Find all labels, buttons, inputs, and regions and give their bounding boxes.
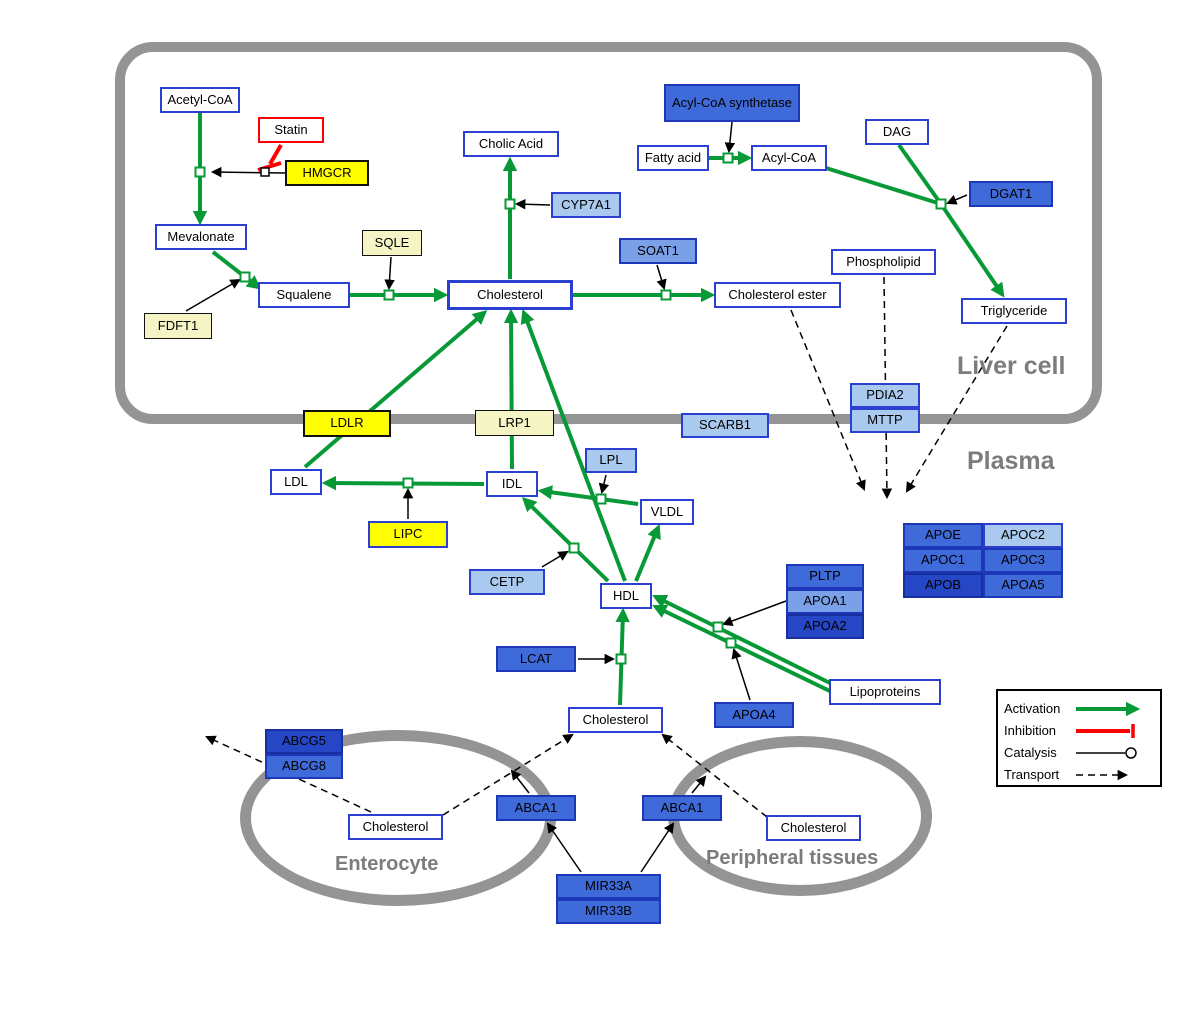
node-statin[interactable]: Statin: [258, 117, 324, 143]
node-lipc[interactable]: LIPC: [368, 521, 448, 548]
node-mevalonate[interactable]: Mevalonate: [155, 224, 247, 250]
node-cyp7a1[interactable]: CYP7A1: [551, 192, 621, 218]
node-cholesterol-plasma[interactable]: Cholesterol: [568, 707, 663, 733]
node-idl[interactable]: IDL: [486, 471, 538, 497]
node-abcg5[interactable]: ABCG5: [265, 729, 343, 754]
liver-cell-label: Liver cell: [957, 352, 1066, 380]
node-phospholipid[interactable]: Phospholipid: [831, 249, 936, 275]
activation-edges: [192, 113, 1005, 706]
node-fdft1[interactable]: FDFT1: [144, 313, 212, 339]
node-apoc2[interactable]: APOC2: [983, 523, 1063, 548]
node-ldl[interactable]: LDL: [270, 469, 322, 495]
node-mir33b[interactable]: MIR33B: [556, 899, 661, 924]
node-dgat1[interactable]: DGAT1: [969, 181, 1053, 207]
node-mttp[interactable]: MTTP: [850, 408, 920, 433]
node-cholesterol-peripheral[interactable]: Cholesterol: [766, 815, 861, 841]
catalysis-edges: [185, 121, 968, 873]
node-lcat[interactable]: LCAT: [496, 646, 576, 672]
node-triglyceride[interactable]: Triglyceride: [961, 298, 1067, 324]
legend-symbols: [1076, 701, 1141, 781]
node-ldlr[interactable]: LDLR: [303, 410, 391, 437]
enterocyte-label: Enterocyte: [335, 853, 439, 875]
node-lrp1[interactable]: LRP1: [475, 410, 554, 436]
node-soat1[interactable]: SOAT1: [619, 238, 697, 264]
node-vldl[interactable]: VLDL: [640, 499, 694, 525]
node-apob[interactable]: APOB: [903, 573, 983, 598]
reaction-nodes: [194, 152, 947, 665]
node-dag[interactable]: DAG: [865, 119, 929, 145]
node-acyl-coa[interactable]: Acyl-CoA: [751, 145, 827, 171]
peripheral-tissues-label: Peripheral tissues: [706, 847, 879, 869]
node-apoc1[interactable]: APOC1: [903, 548, 983, 573]
node-apoc3[interactable]: APOC3: [983, 548, 1063, 573]
node-pdia2[interactable]: PDIA2: [850, 383, 920, 408]
legend-activation-label: Activation: [1004, 701, 1061, 716]
node-hdl[interactable]: HDL: [600, 583, 652, 609]
inhibition-edge: [257, 143, 283, 172]
legend-catalysis-label: Catalysis: [1004, 745, 1057, 760]
node-acyl-coa-synthetase[interactable]: Acyl-CoA synthetase: [664, 84, 800, 122]
node-scarb1[interactable]: SCARB1: [681, 413, 769, 438]
node-hmgcr[interactable]: HMGCR: [285, 160, 369, 186]
liver-cell-membrane: [115, 42, 1102, 424]
node-cetp[interactable]: CETP: [469, 569, 545, 595]
node-apoa4[interactable]: APOA4: [714, 702, 794, 728]
legend-box: [996, 689, 1162, 787]
node-lipoproteins[interactable]: Lipoproteins: [829, 679, 941, 705]
node-apoa5[interactable]: APOA5: [983, 573, 1063, 598]
node-abca1-enterocyte[interactable]: ABCA1: [496, 795, 576, 821]
node-cholic-acid[interactable]: Cholic Acid: [463, 131, 559, 157]
node-sqle[interactable]: SQLE: [362, 230, 422, 256]
node-mir33a[interactable]: MIR33A: [556, 874, 661, 899]
node-cholesterol-liver[interactable]: Cholesterol: [447, 280, 573, 310]
node-pltp[interactable]: PLTP: [786, 564, 864, 589]
node-acetyl-coa[interactable]: Acetyl-CoA: [160, 87, 240, 113]
node-apoa2[interactable]: APOA2: [786, 614, 864, 639]
node-lpl[interactable]: LPL: [585, 448, 637, 473]
node-cholesterol-ester[interactable]: Cholesterol ester: [714, 282, 841, 308]
node-fatty-acid[interactable]: Fatty acid: [637, 145, 709, 171]
legend-transport-label: Transport: [1004, 767, 1060, 782]
plasma-label: Plasma: [967, 447, 1055, 475]
node-apoe[interactable]: APOE: [903, 523, 983, 548]
legend-inhibition-label: Inhibition: [1004, 723, 1057, 738]
node-abca1-peripheral[interactable]: ABCA1: [642, 795, 722, 821]
node-abcg8[interactable]: ABCG8: [265, 754, 343, 779]
node-apoa1[interactable]: APOA1: [786, 589, 864, 614]
node-squalene[interactable]: Squalene: [258, 282, 350, 308]
node-cholesterol-enterocyte[interactable]: Cholesterol: [348, 814, 443, 840]
